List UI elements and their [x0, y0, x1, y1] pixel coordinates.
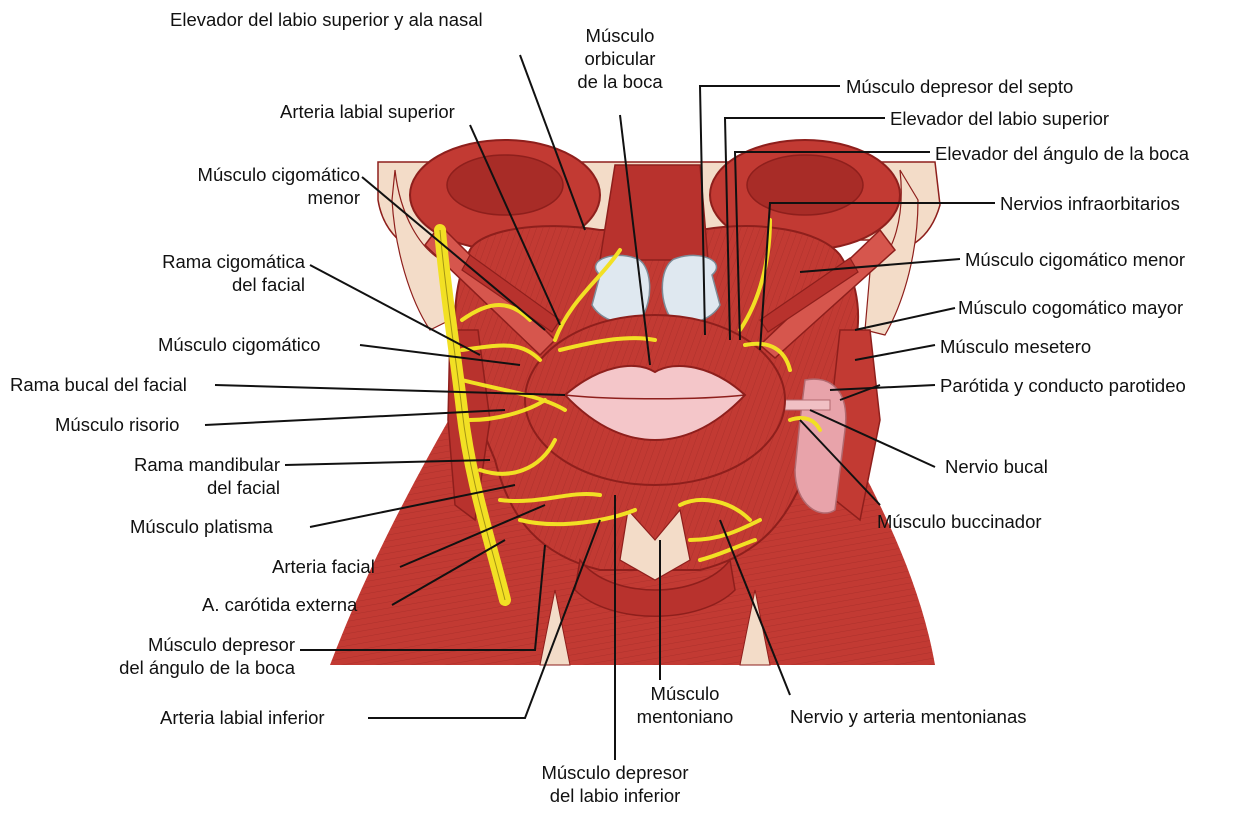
label-nervio-bucal: Nervio bucal [945, 455, 1048, 478]
label-elevador-angulo-boca: Elevador del ángulo de la boca [935, 142, 1189, 165]
label-parotida: Parótida y conducto parotideo [940, 374, 1186, 397]
label-cigomatico-menor-right: Músculo cigomático menor [965, 248, 1185, 271]
label-depresor-septo: Músculo depresor del septo [846, 75, 1073, 98]
label-rama-cigomatica-line2: del facial [100, 273, 305, 296]
label-orbicular-boca: Músculo orbicular de la boca [560, 24, 680, 93]
label-arteria-labial-superior: Arteria labial superior [280, 100, 455, 123]
label-cigomatico-menor-left: Músculo cigomático menor [100, 163, 360, 209]
label-nervio-arteria-mentonianas: Nervio y arteria mentonianas [790, 705, 1027, 728]
label-cigomatico-mayor: Músculo cogomático mayor [958, 296, 1183, 319]
label-depresor-labio-line1: Músculo depresor [515, 761, 715, 784]
label-rama-mandibular-line1: Rama mandibular [60, 453, 280, 476]
label-depresor-angulo-boca: Músculo depresor del ángulo de la boca [60, 633, 295, 679]
label-cigomatico-menor-line2: menor [100, 186, 360, 209]
label-rama-mandibular-line2: del facial [60, 476, 280, 499]
label-arteria-labial-inferior: Arteria labial inferior [160, 706, 325, 729]
label-mentoniano-line2: mentoniano [625, 705, 745, 728]
label-orbicular-line3: de la boca [560, 70, 680, 93]
label-orbicular-line2: orbicular [560, 47, 680, 70]
label-depresor-angulo-line1: Músculo depresor [60, 633, 295, 656]
label-orbicular-line1: Músculo [560, 24, 680, 47]
label-mentoniano: Músculo mentoniano [625, 682, 745, 728]
label-platisma: Músculo platisma [130, 515, 273, 538]
label-carotida-externa: A. carótida externa [202, 593, 357, 616]
label-elevador-labio-superior: Elevador del labio superior [890, 107, 1109, 130]
label-cigomatico-menor-line1: Músculo cigomático [100, 163, 360, 186]
label-depresor-labio-line2: del labio inferior [515, 784, 715, 807]
label-nervios-infraorbitarios: Nervios infraorbitarios [1000, 192, 1180, 215]
label-musculo-cigomatico: Músculo cigomático [158, 333, 320, 356]
label-masetero: Músculo mesetero [940, 335, 1091, 358]
label-rama-cigomatica: Rama cigomática del facial [100, 250, 305, 296]
label-mentoniano-line1: Músculo [625, 682, 745, 705]
label-rama-mandibular: Rama mandibular del facial [60, 453, 280, 499]
label-depresor-labio-inferior: Músculo depresor del labio inferior [515, 761, 715, 807]
label-buccinador: Músculo buccinador [877, 510, 1042, 533]
label-depresor-angulo-line2: del ángulo de la boca [60, 656, 295, 679]
label-rama-bucal: Rama bucal del facial [10, 373, 187, 396]
label-risorio: Músculo risorio [55, 413, 179, 436]
label-arteria-facial: Arteria facial [272, 555, 375, 578]
label-elevador-labio-ala: Elevador del labio superior y ala nasal [170, 8, 483, 31]
label-rama-cigomatica-line1: Rama cigomática [100, 250, 305, 273]
